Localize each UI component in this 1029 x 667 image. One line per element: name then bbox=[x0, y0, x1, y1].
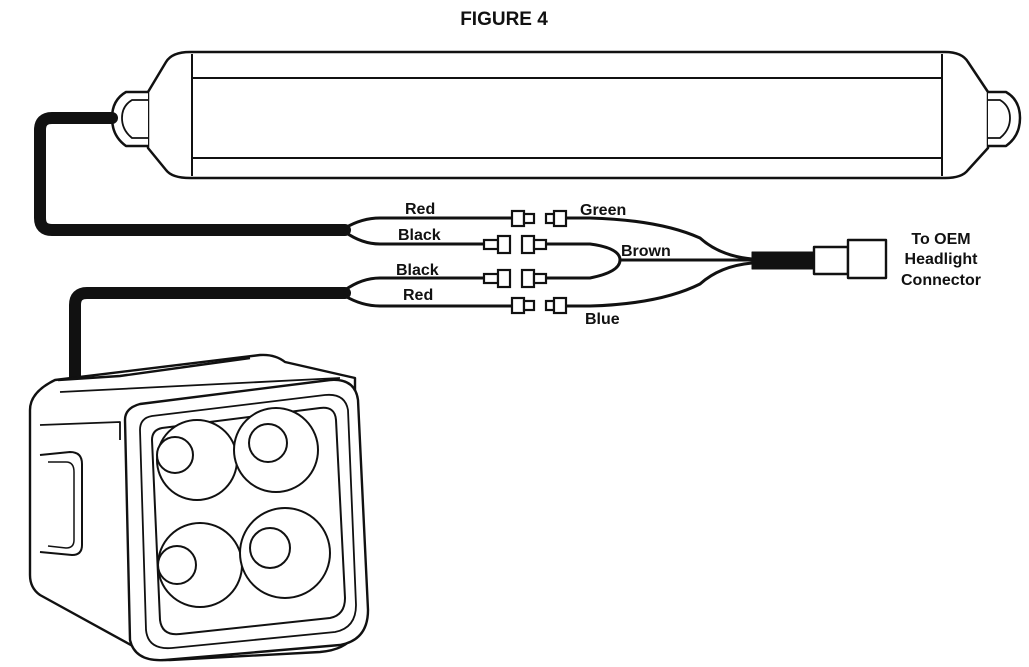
oem-plug bbox=[751, 238, 888, 280]
label-top-black: Black bbox=[398, 227, 441, 244]
oem-label-line2: Headlight bbox=[905, 251, 979, 268]
figure-title: FIGURE 4 bbox=[460, 9, 548, 30]
label-bottom-red: Red bbox=[403, 287, 433, 304]
pod-light-cable bbox=[69, 287, 351, 384]
pod-light bbox=[28, 353, 370, 662]
connector-bottom-black bbox=[482, 268, 548, 289]
label-blue: Blue bbox=[585, 311, 620, 328]
connector-top-black bbox=[482, 234, 548, 255]
label-bottom-black: Black bbox=[396, 262, 439, 279]
oem-label-line3: Connector bbox=[901, 272, 981, 289]
label-top-red: Red bbox=[405, 201, 435, 218]
label-green: Green bbox=[580, 202, 626, 219]
connector-bottom-red bbox=[510, 296, 568, 315]
oem-label-line1: To OEM bbox=[911, 231, 970, 248]
wire-bundle bbox=[343, 216, 754, 308]
label-brown: Brown bbox=[621, 243, 671, 260]
connector-top-red bbox=[510, 209, 568, 228]
light-bar bbox=[110, 50, 1022, 180]
light-bar-cable bbox=[34, 112, 351, 236]
